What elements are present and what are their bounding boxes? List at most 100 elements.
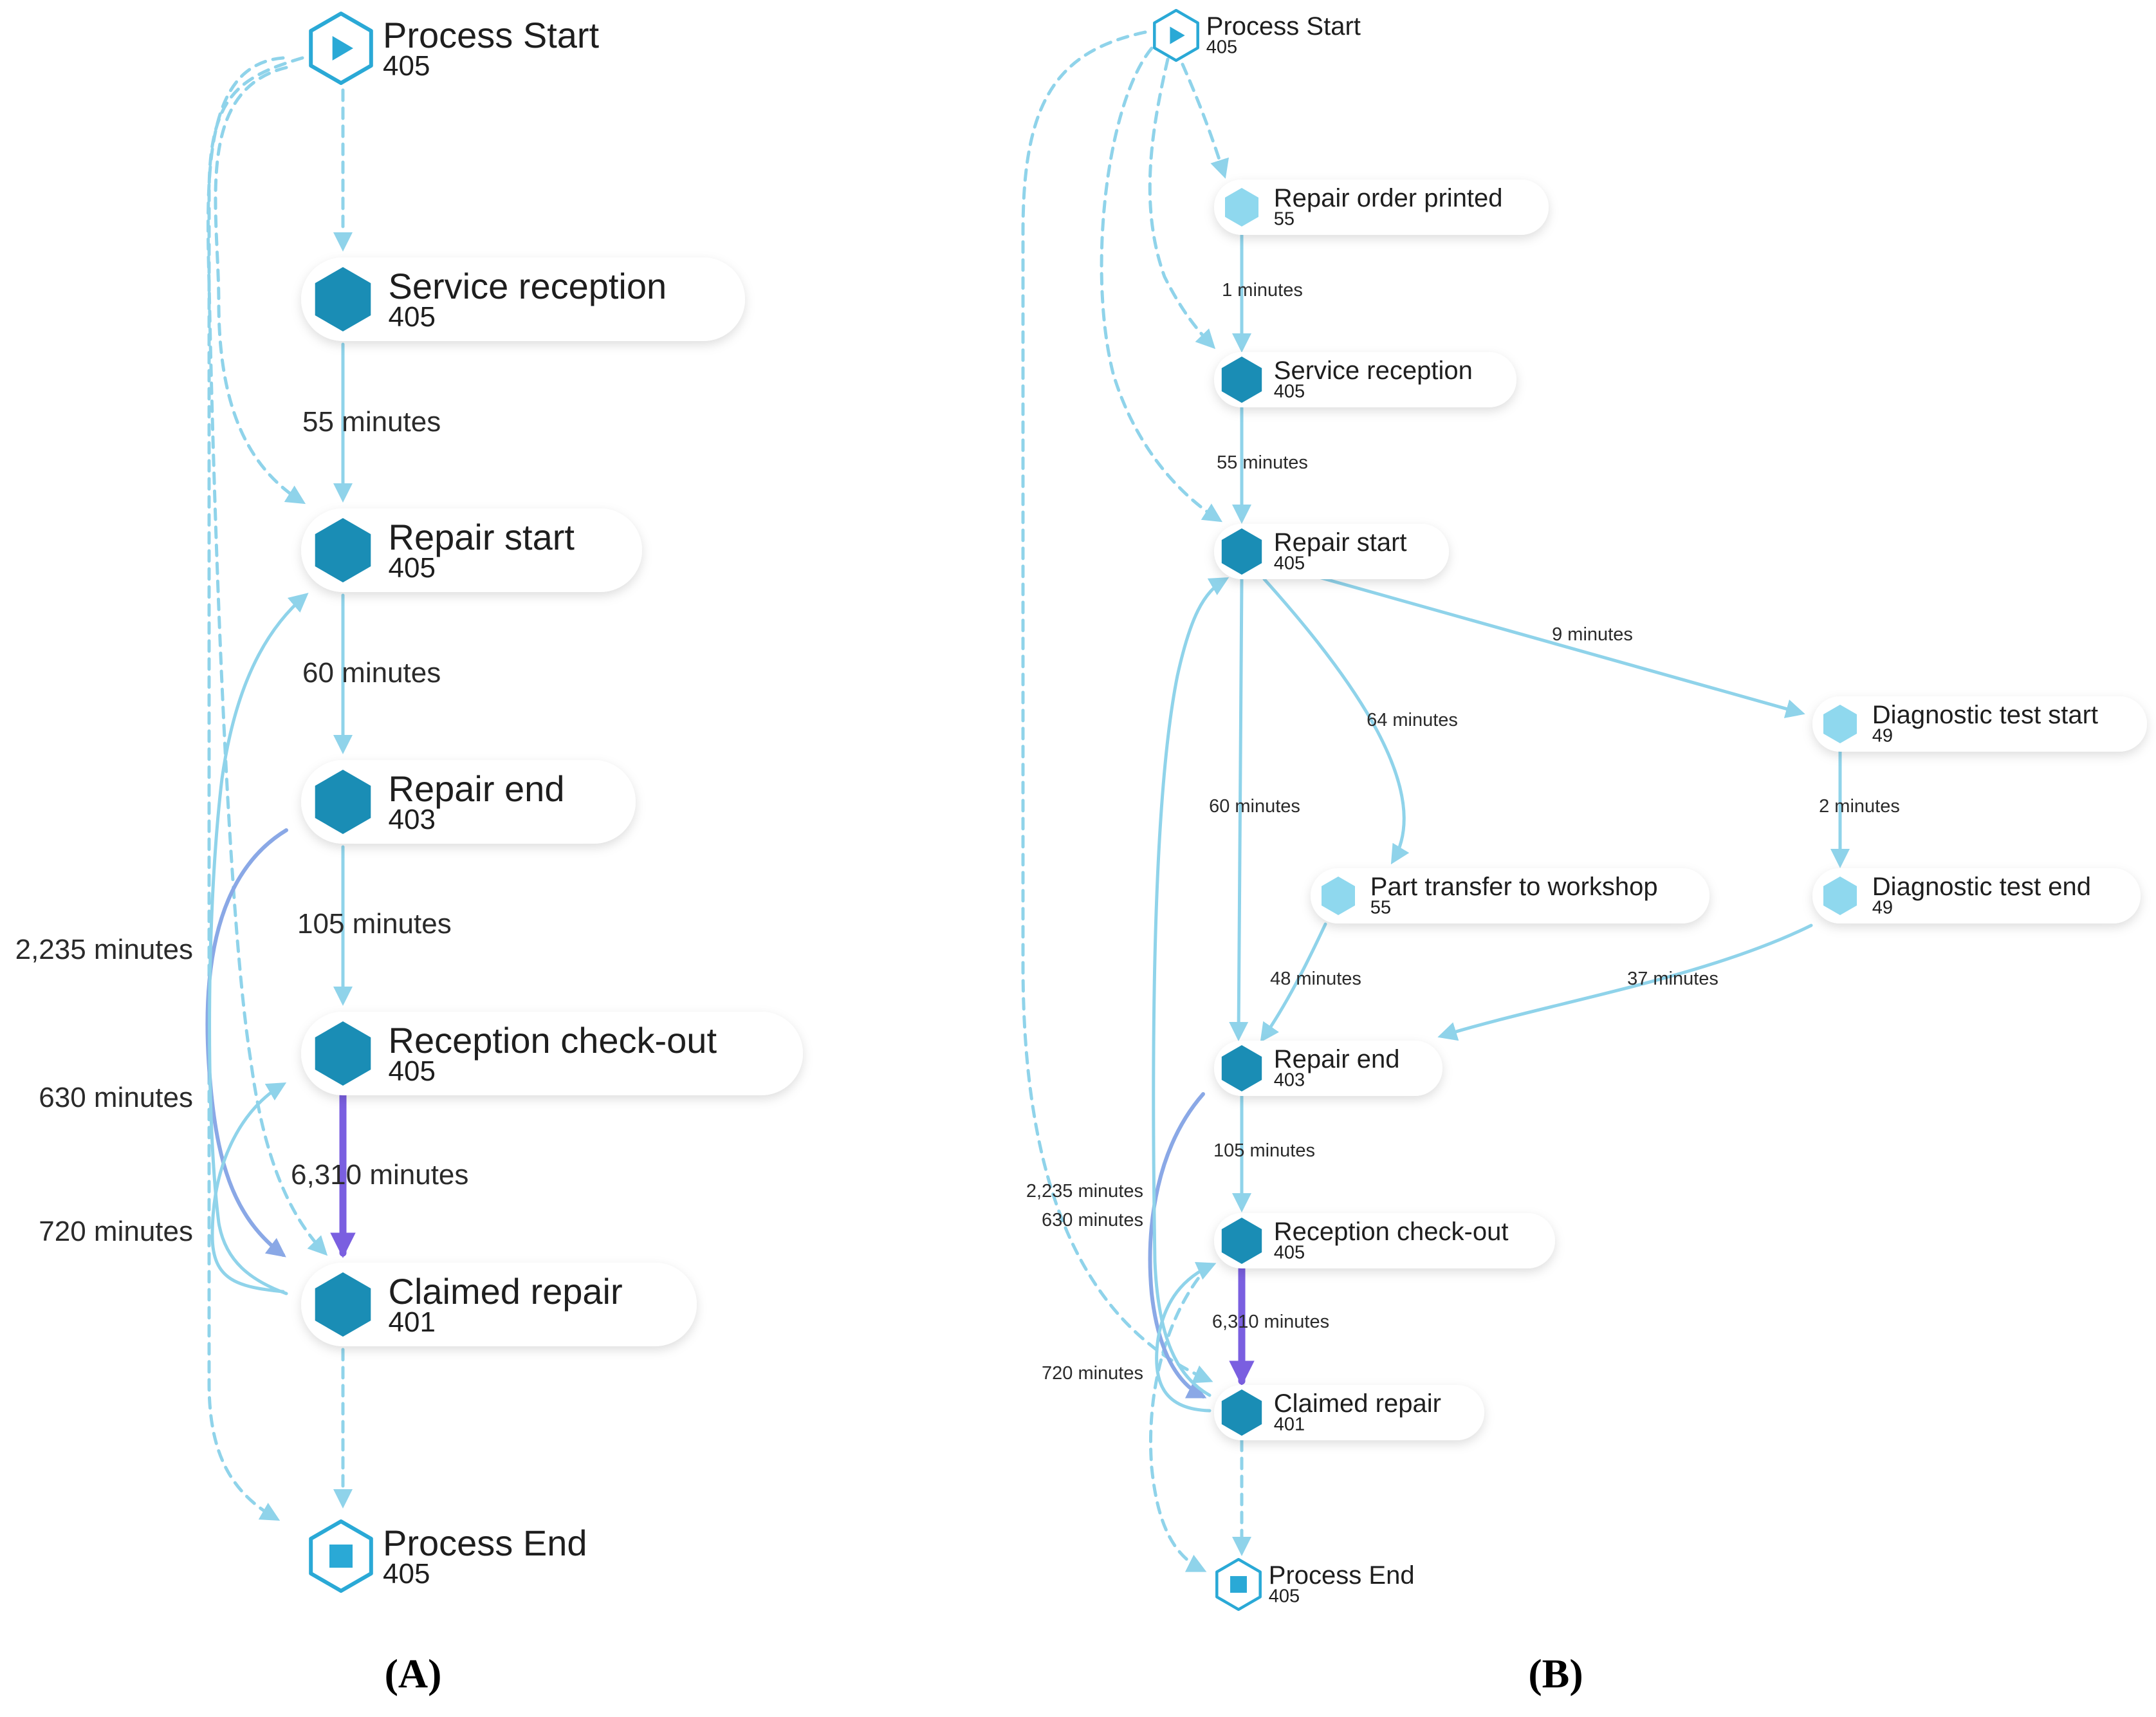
edge-duration-label: 720 minutes [1042,1363,1143,1384]
edge-claimed-to-repair-start [208,593,309,1295]
activity-hexagon-icon [1823,877,1857,915]
activity-hexagon-icon [1221,1218,1262,1264]
play-icon [1170,26,1185,44]
activity-hexagon-icon [315,1272,371,1337]
activity-hexagon-icon [315,518,371,582]
node-pill [301,508,642,592]
edge-repair-start-to-part-transfer [1262,577,1410,865]
node-name: Process End [1269,1561,1415,1590]
edge-duration-label: 48 minutes [1270,969,1361,989]
edge-repair-start-to-diag-start [1317,575,1805,718]
edge-start-to-claimed [206,56,328,1256]
edge-diag-end-to-repair-end [1437,923,1813,1041]
node-pill [1812,868,2141,923]
edge-duration-label: 60 minutes [302,657,441,689]
edge-duration-label: 60 minutes [1209,796,1300,817]
node-count: 403 [389,804,436,835]
node-name: Reception check-out [389,1020,717,1061]
edge-start-to-end [207,56,304,1521]
edge-duration-label: 630 minutes [39,1082,193,1113]
node-pill [301,1263,697,1346]
node-pill [1812,696,2147,752]
node-pill [301,257,745,341]
node-count: 405 [389,1055,436,1087]
edge-start-to-claimed [1021,30,1213,1384]
node-count: 405 [1274,553,1305,574]
node-name: Claimed repair [1274,1389,1441,1418]
stop-icon [329,1545,353,1568]
edge-start-to-printed [1181,62,1229,179]
node-name: Diagnostic test start [1872,701,2098,729]
node-count: 49 [1872,726,1893,747]
edge-duration-label: 2,235 minutes [1026,1181,1143,1202]
stop-icon [1230,1576,1247,1593]
edge-duration-label: 1 minutes [1222,280,1303,301]
play-icon [332,36,353,60]
activity-hexagon-icon [1221,1389,1262,1436]
activity-hexagon-icon [1221,357,1262,403]
node-count: 405 [389,552,436,584]
node-name: Service reception [1274,357,1473,385]
edge-checkout-to-end [1148,1263,1212,1572]
edge-claimed-to-checkout [210,1082,287,1294]
node-count: 55 [1274,209,1295,230]
activity-hexagon-icon [315,267,371,331]
activity-hexagon-icon [315,1021,371,1086]
node-count: 55 [1370,898,1391,918]
node-count: 405 [1274,1243,1305,1263]
edge-start-to-service [1148,57,1216,349]
edge-duration-label: 9 minutes [1552,624,1633,645]
node-count: 405 [1269,1586,1300,1607]
edge-duration-label: 6,310 minutes [1212,1312,1329,1332]
node-name: Repair end [389,768,565,809]
node-name: Process Start [383,15,600,55]
node-pill [1214,180,1549,235]
activity-hexagon-icon [1225,188,1258,227]
node-pill [1214,1041,1442,1096]
activity-hexagon-icon [1221,528,1262,575]
edge-duration-label: 630 minutes [1042,1210,1143,1230]
node-name: Process End [383,1523,587,1563]
node-name: Diagnostic test end [1872,873,2091,901]
edge-start-to-repair-start [1100,46,1223,523]
edge-repair-end-to-claimed [1148,1092,1207,1398]
node-count: 403 [1274,1070,1305,1091]
node-pill [301,760,636,844]
edge-claimed-to-repair-start [1152,577,1230,1397]
edge-duration-label: 720 minutes [39,1216,193,1247]
activity-hexagon-icon [315,770,371,834]
edge-repair-start-to-repair-end [1229,577,1249,1041]
node-name: Service reception [389,266,667,306]
activity-hexagon-icon [1823,705,1857,743]
edge-duration-label: 6,310 minutes [291,1159,468,1191]
edge-repair-end-to-claimed [205,828,288,1258]
node-pill [1311,868,1709,923]
node-name: Part transfer to workshop [1370,873,1658,901]
node-count: 405 [1274,382,1305,402]
edge-claimed-to-checkout [1155,1262,1217,1413]
edge-duration-label: 105 minutes [297,908,452,940]
edge-part-transfer-to-repair-end [1260,922,1327,1043]
node-name: Repair order printed [1274,184,1503,212]
edge-duration-label: 55 minutes [1217,452,1308,473]
edge-duration-label: 105 minutes [1213,1140,1315,1161]
